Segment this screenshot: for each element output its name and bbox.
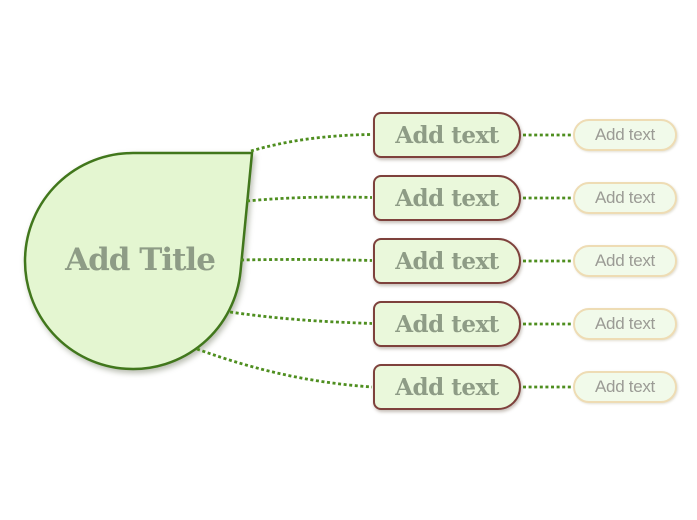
leaf-pill-4[interactable]: Add text	[573, 308, 677, 340]
leaf-pill-1[interactable]: Add text	[573, 119, 677, 151]
connector-main-branch-3	[240, 258, 373, 262]
connector-main-branch-1	[250, 133, 373, 153]
branch-label: Add text	[395, 310, 499, 338]
branch-box-2[interactable]: Add text	[373, 175, 521, 221]
branch-box-4[interactable]: Add text	[373, 301, 521, 347]
leaf-label: Add text	[595, 125, 655, 144]
leaf-pill-3[interactable]: Add text	[573, 245, 677, 277]
branch-box-5[interactable]: Add text	[373, 364, 521, 410]
leaf-label: Add text	[595, 188, 655, 207]
branch-box-3[interactable]: Add text	[373, 238, 521, 284]
leaf-pill-2[interactable]: Add text	[573, 182, 677, 214]
connector-main-branch-2	[246, 195, 373, 203]
connector-main-branch-5	[196, 347, 373, 389]
branch-box-1[interactable]: Add text	[373, 112, 521, 158]
branch-label: Add text	[395, 247, 499, 275]
leaf-label: Add text	[595, 314, 655, 333]
main-topic-shape[interactable]	[23, 151, 254, 371]
branch-label: Add text	[395, 373, 499, 401]
connector-main-branch-4	[229, 310, 373, 325]
leaf-pill-5[interactable]: Add text	[573, 371, 677, 403]
leaf-label: Add text	[595, 377, 655, 396]
branch-label: Add text	[395, 121, 499, 149]
leaf-label: Add text	[595, 251, 655, 270]
branch-label: Add text	[395, 184, 499, 212]
